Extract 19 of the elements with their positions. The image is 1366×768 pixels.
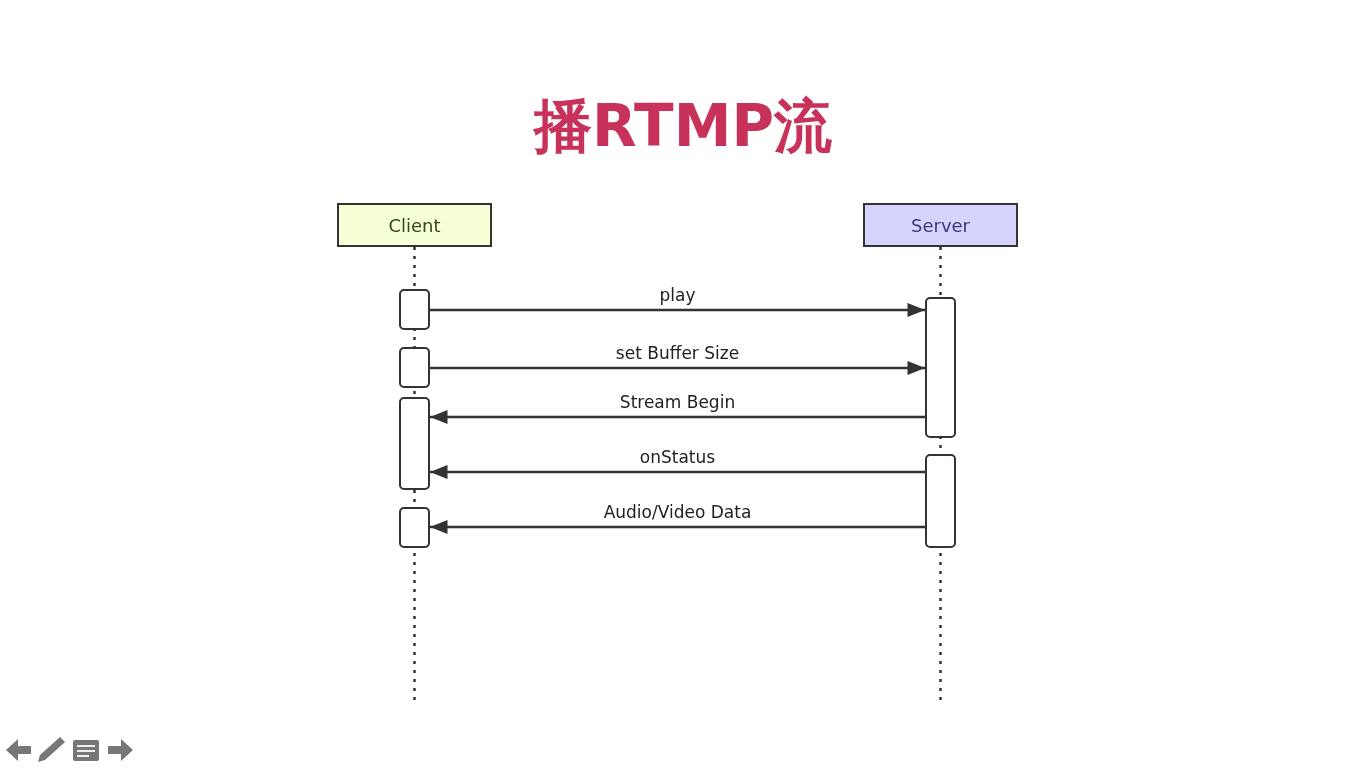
arrow <box>430 303 925 317</box>
activation-bar <box>399 347 430 388</box>
title: 播RTMP流 <box>532 91 833 162</box>
activation-bar <box>399 289 430 330</box>
arrow <box>430 465 925 479</box>
edge-label: Stream Begin <box>619 392 736 412</box>
activation-bar <box>399 397 430 490</box>
edge-label: Audio/Video Data <box>603 502 752 522</box>
activation-bar <box>399 507 430 548</box>
activation-bar <box>925 454 956 548</box>
participant-box: Client <box>337 203 492 247</box>
participant-box: Server <box>863 203 1018 247</box>
edge-label: onStatus <box>639 447 716 467</box>
edge-label: set Buffer Size <box>615 343 740 363</box>
edge-label: play <box>659 285 696 305</box>
arrow <box>430 410 925 424</box>
arrow <box>430 361 925 375</box>
activation-bar <box>925 297 956 438</box>
arrow <box>430 520 925 534</box>
